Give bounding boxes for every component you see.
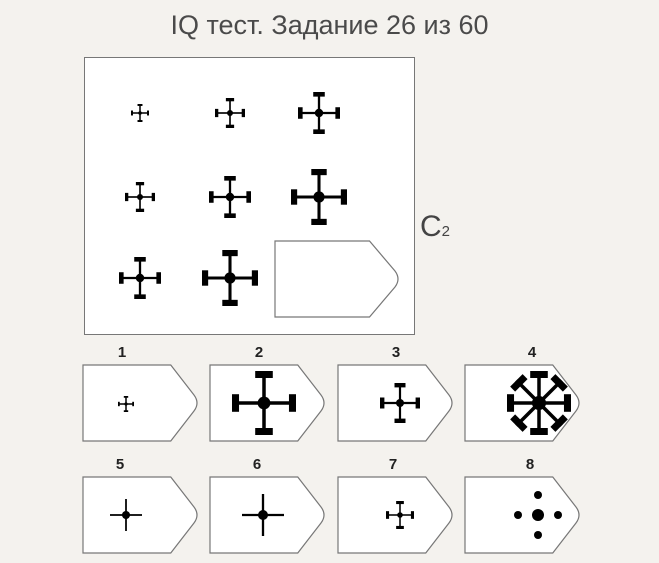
cross-cap	[510, 374, 528, 392]
matrix-cell-2-1	[125, 181, 156, 213]
option-number-1: 1	[117, 344, 127, 361]
code-sub: 2	[441, 223, 451, 240]
option-number-2: 2	[254, 344, 264, 361]
center-dot	[224, 272, 236, 284]
option-5-figure	[110, 499, 142, 531]
center-dot	[135, 273, 145, 283]
dot	[514, 511, 522, 519]
matrix-cell-1-1	[131, 103, 149, 123]
cross-cap	[510, 414, 528, 432]
option-1-figure	[117, 396, 134, 412]
center-dot	[532, 396, 546, 410]
center-dot	[397, 512, 403, 518]
matrix-cell-2-2	[208, 175, 252, 219]
center-dot	[313, 191, 325, 203]
option-3-figure	[380, 383, 420, 423]
option-number-7: 7	[388, 456, 398, 473]
option-6-figure	[242, 494, 284, 536]
option-number-8: 8	[525, 456, 535, 473]
answer-option-1[interactable]	[82, 364, 198, 442]
center-dot	[258, 510, 268, 520]
option-4-figure	[506, 370, 571, 436]
center-dot	[138, 111, 142, 115]
center-dot	[225, 192, 235, 202]
dot	[554, 511, 562, 519]
center-dot	[122, 511, 130, 519]
option-7-figure	[386, 501, 414, 530]
cross-cap	[550, 414, 568, 432]
option-8-figure	[514, 491, 562, 539]
matrix-cell-1-3	[297, 91, 341, 135]
center-dot	[227, 110, 233, 116]
puzzle-code: C2	[420, 210, 450, 244]
option-number-4: 4	[527, 344, 537, 361]
option-number-5: 5	[115, 456, 125, 473]
dot	[532, 509, 544, 521]
center-dot	[257, 396, 271, 410]
center-dot	[314, 108, 324, 118]
option-number-6: 6	[252, 456, 262, 473]
dot	[534, 531, 542, 539]
matrix-cell-2-3	[290, 169, 348, 225]
option-2-figure	[232, 370, 297, 436]
answer-slot	[274, 240, 399, 318]
option-number-3: 3	[391, 344, 401, 361]
dot	[534, 491, 542, 499]
cross-cap	[550, 374, 568, 392]
code-letter: C	[420, 210, 442, 243]
center-dot	[137, 194, 143, 200]
center-dot	[124, 402, 128, 406]
center-dot	[396, 399, 404, 407]
matrix-cell-3-1	[118, 256, 162, 300]
matrix-cell-1-2	[214, 98, 246, 128]
page-title: IQ тест. Задание 26 из 60	[170, 10, 489, 40]
matrix-cell-3-2	[202, 250, 258, 307]
